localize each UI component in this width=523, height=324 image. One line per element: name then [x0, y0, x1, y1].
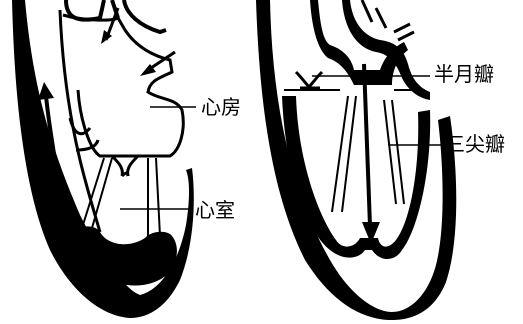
right-flow-arrow-line [364, 64, 370, 226]
right-vessel-marks [362, 0, 414, 40]
right-heart [256, 0, 456, 320]
label-ventricle: 心室 [195, 200, 235, 220]
left-heart [12, 0, 196, 318]
label-atrium: 心房 [201, 97, 241, 117]
left-outflow-arrowhead [38, 82, 54, 100]
label-semilunar-valve: 半月瓣 [434, 64, 494, 84]
right-semilunar-valve [296, 72, 322, 88]
label-tricuspid-valve: 三尖瓣 [445, 134, 505, 154]
left-av-valve [112, 156, 138, 176]
